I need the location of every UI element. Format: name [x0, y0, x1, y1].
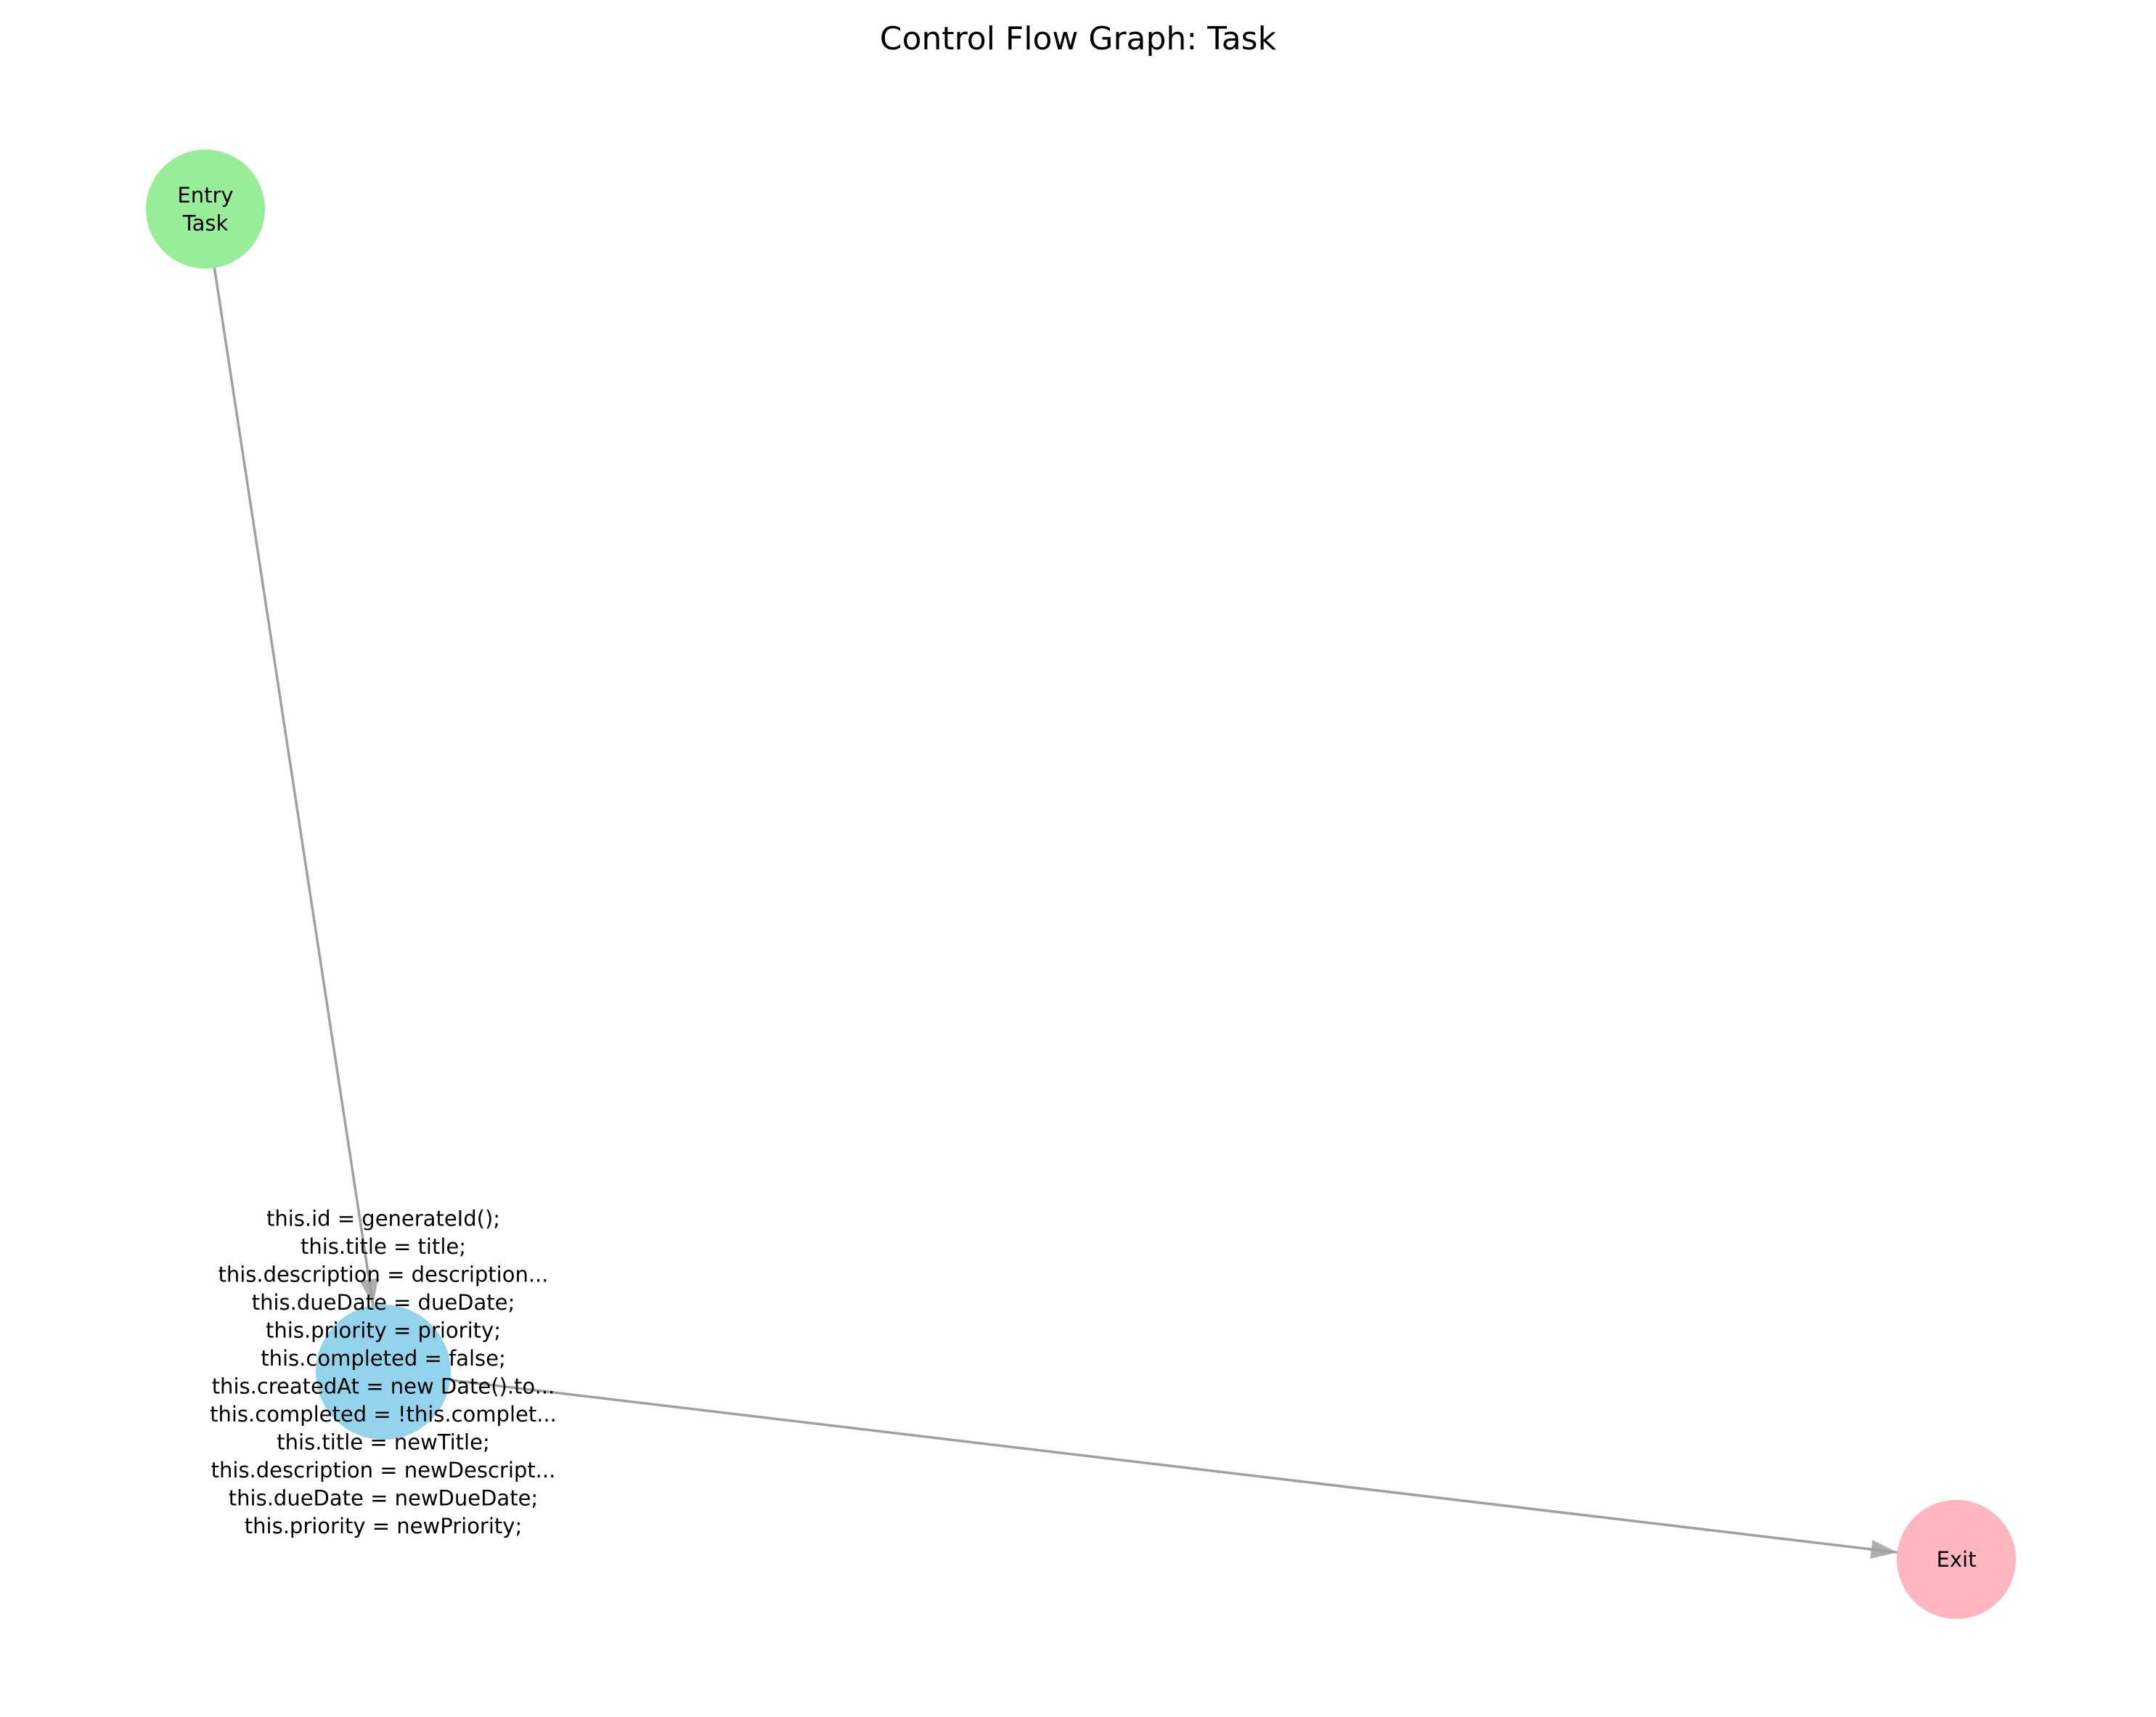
node-label-line: this.title = title;	[301, 1234, 466, 1259]
edge-entry-to-body	[204, 208, 385, 1373]
nodes-layer	[146, 150, 2016, 1619]
node-label-line: Entry	[177, 183, 233, 208]
node-label-line: Task	[182, 211, 229, 235]
node-exit	[1897, 1500, 2016, 1619]
node-label-line: this.dueDate = dueDate;	[252, 1290, 515, 1315]
node-label-line: this.completed = !this.complet...	[210, 1402, 557, 1427]
node-label-line: this.description = description...	[218, 1262, 548, 1286]
edge-body-to-exit	[383, 1371, 1957, 1561]
edges-layer	[204, 208, 1957, 1561]
node-label-line: this.createdAt = new Date().to...	[212, 1374, 555, 1398]
node-label-line: this.title = newTitle;	[277, 1430, 489, 1454]
node-label-line: this.priority = priority;	[266, 1318, 501, 1342]
node-label-line: this.id = generateId();	[266, 1206, 500, 1231]
node-label-line: this.description = newDescript...	[211, 1458, 556, 1483]
node-label-line: this.completed = false;	[261, 1346, 506, 1371]
node-label-body: this.id = generateId(); this.title = titl…	[210, 1206, 557, 1538]
node-label-line: this.priority = newPriority;	[245, 1514, 522, 1538]
node-body	[316, 1305, 451, 1440]
node-label-exit: Exit	[1937, 1547, 1977, 1572]
node-label-line: this.dueDate = newDueDate;	[229, 1485, 538, 1510]
graph-title: Control Flow Graph: Task	[880, 20, 1277, 57]
node-label-line: Exit	[1937, 1547, 1977, 1572]
arrowhead-body-to-exit	[1870, 1540, 1898, 1559]
node-entry	[146, 150, 265, 269]
arrowhead-entry-to-body	[359, 1278, 379, 1306]
